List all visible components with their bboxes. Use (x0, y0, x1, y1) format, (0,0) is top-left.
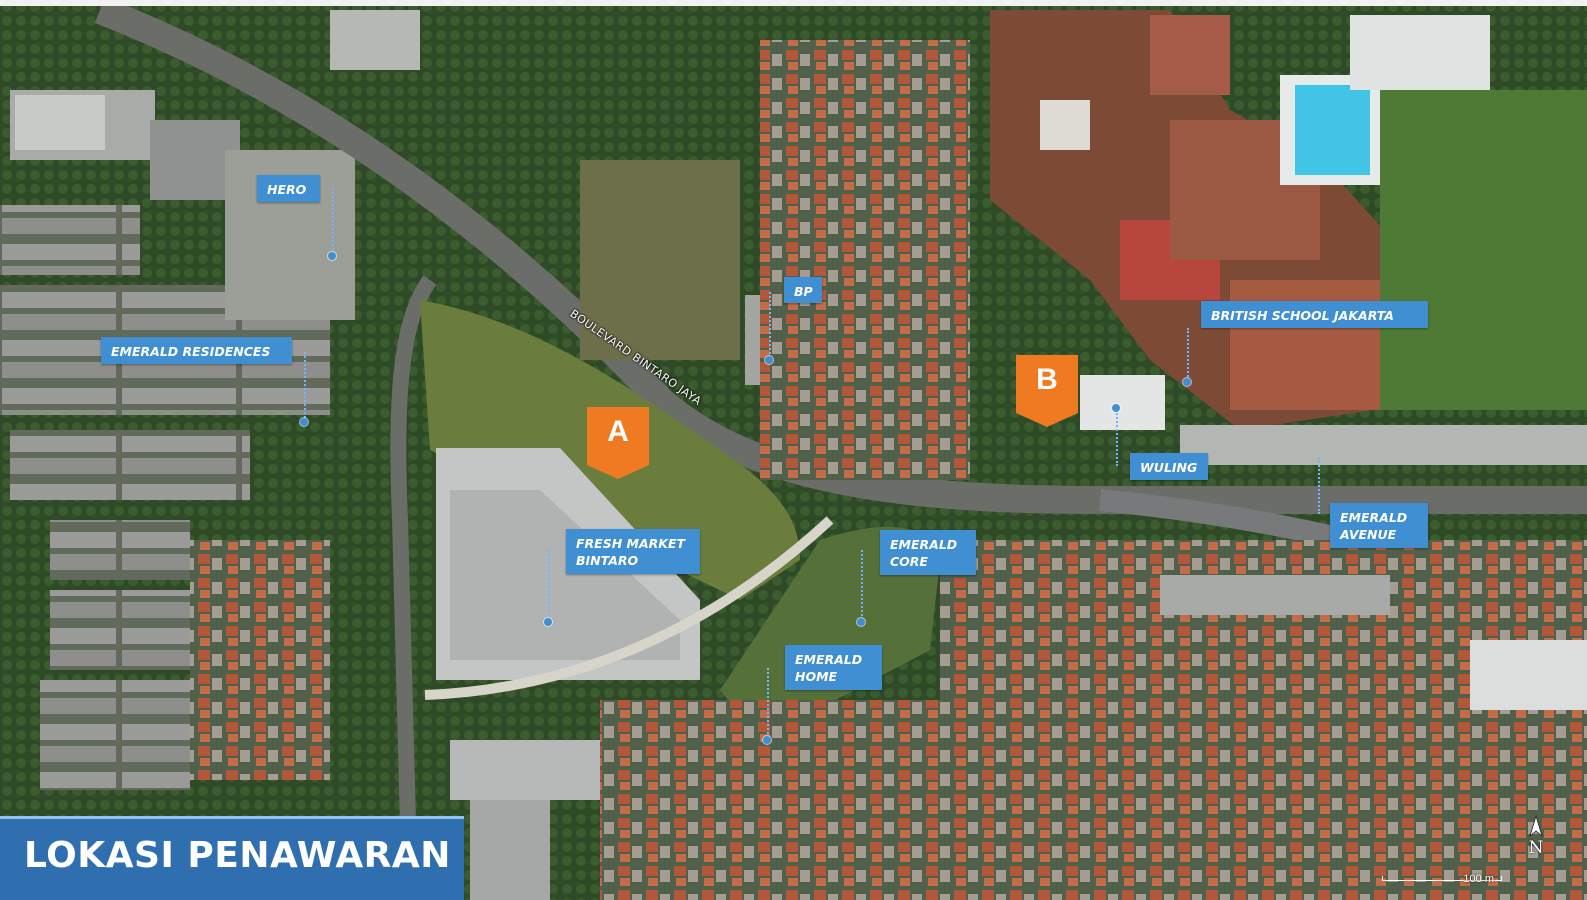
leader-wuling (1116, 410, 1118, 466)
label-british-school-text: BRITISH SCHOOL JAKARTA (1211, 308, 1394, 323)
marker-a[interactable]: A (587, 407, 649, 479)
leader-emerald-core (861, 550, 863, 620)
scale-bar-line (1382, 876, 1502, 881)
scale-bar: 100 m (1382, 873, 1502, 888)
pin-british-school (1183, 378, 1191, 386)
label-bp[interactable]: BP (784, 277, 822, 303)
label-emerald-avenue-line1: EMERALD (1340, 510, 1408, 525)
label-emerald-avenue-line2: AVENUE (1340, 527, 1397, 542)
label-wuling[interactable]: WULING (1130, 453, 1208, 480)
label-hero[interactable]: HERO (257, 175, 320, 202)
label-bp-text: BP (794, 284, 813, 299)
label-fresh-market-line2: BINTARO (576, 553, 639, 568)
leader-british-school (1187, 328, 1189, 380)
label-wuling-text: WULING (1140, 460, 1198, 475)
marker-b[interactable]: B (1016, 355, 1078, 427)
pin-wuling (1112, 404, 1120, 412)
pin-hero (328, 252, 336, 260)
pin-emerald-core (857, 618, 865, 626)
label-emerald-avenue[interactable]: EMERALD AVENUE (1330, 503, 1428, 548)
pin-emerald-home (763, 736, 771, 744)
label-emerald-home-line2: HOME (795, 669, 838, 684)
marker-b-shape (1016, 355, 1078, 427)
north-letter: N (1528, 838, 1544, 858)
title-banner: LOKASI PENAWARAN (0, 816, 464, 900)
leader-emerald-residences (304, 352, 306, 422)
leader-bp (769, 292, 771, 358)
marker-a-shape (587, 407, 649, 479)
marker-a-letter: A (607, 415, 629, 448)
pin-bp (765, 356, 773, 364)
label-emerald-home[interactable]: EMERALD HOME (785, 645, 882, 690)
leader-fresh-market (548, 550, 550, 620)
page-title: LOKASI PENAWARAN (24, 835, 451, 876)
pin-emerald-residences (300, 418, 308, 426)
label-fresh-market-line1: FRESH MARKET (576, 536, 686, 551)
label-emerald-core[interactable]: EMERALD CORE (880, 530, 976, 575)
label-emerald-residences-text: EMERALD RESIDENCES (111, 344, 271, 359)
label-british-school[interactable]: BRITISH SCHOOL JAKARTA (1201, 301, 1428, 328)
marker-b-letter: B (1036, 363, 1058, 396)
label-hero-text: HERO (267, 182, 307, 197)
north-arrow: N (1524, 814, 1548, 862)
leader-hero (332, 188, 334, 254)
leader-emerald-avenue (1318, 458, 1320, 514)
label-emerald-home-line1: EMERALD (795, 652, 863, 667)
scale-bar-text: 100 m (1463, 873, 1494, 885)
label-emerald-core-line2: CORE (890, 554, 928, 569)
label-emerald-residences[interactable]: EMERALD RESIDENCES (101, 337, 292, 364)
pin-fresh-market (544, 618, 552, 626)
north-arrow-icon (1529, 814, 1543, 838)
label-fresh-market[interactable]: FRESH MARKET BINTARO (566, 529, 700, 574)
label-emerald-core-line1: EMERALD (890, 537, 958, 552)
leader-emerald-home (767, 668, 769, 738)
